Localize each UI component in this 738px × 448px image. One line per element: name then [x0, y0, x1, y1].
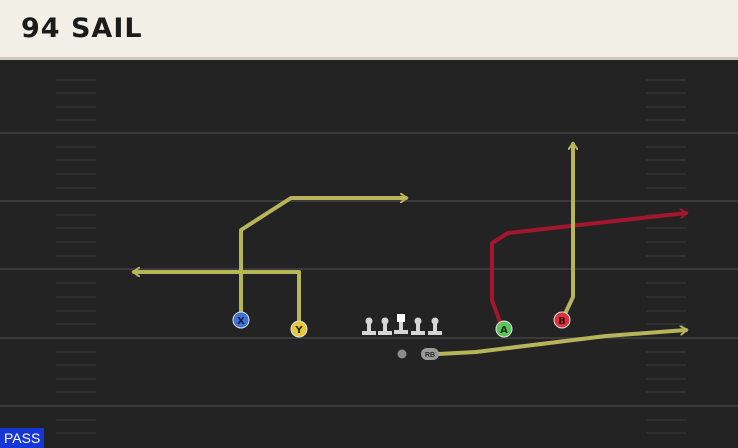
- route-rb: [436, 330, 686, 356]
- yard-lines: [0, 132, 738, 407]
- lineman-icon: [428, 317, 442, 335]
- player-y[interactable]: Y: [290, 320, 308, 338]
- lineman-icon: [362, 317, 376, 335]
- route-a: [490, 213, 686, 327]
- player-a[interactable]: A: [495, 320, 513, 338]
- lineman-icon: [411, 317, 425, 335]
- rb-label: RB: [425, 352, 435, 359]
- b-button-icon: [553, 311, 571, 329]
- lineman-icon: [378, 317, 392, 335]
- route-y: [134, 272, 301, 328]
- y-button-icon: [290, 320, 308, 338]
- y-label: Y: [294, 325, 303, 336]
- play-type-badge: PASS: [0, 428, 45, 448]
- x-button-icon: [232, 311, 250, 329]
- player-x[interactable]: X: [232, 311, 250, 329]
- x-label: X: [237, 316, 245, 327]
- play-title: 94 SAIL: [21, 13, 143, 44]
- player-b[interactable]: B: [553, 311, 571, 329]
- b-label: B: [558, 316, 566, 327]
- a-button-icon: [495, 320, 513, 338]
- rb-marker: [421, 348, 439, 360]
- hash-marks: [56, 79, 686, 434]
- center-icon: [394, 314, 408, 334]
- a-label: A: [500, 325, 508, 336]
- player-rb[interactable]: RB: [421, 348, 439, 360]
- route-b: [561, 144, 573, 320]
- quarterback-dot: [397, 349, 407, 359]
- offensive-line: [362, 314, 442, 335]
- field: RB X Y A B: [0, 60, 738, 448]
- field-surface: [0, 60, 738, 448]
- play-header: 94 SAIL: [0, 0, 738, 60]
